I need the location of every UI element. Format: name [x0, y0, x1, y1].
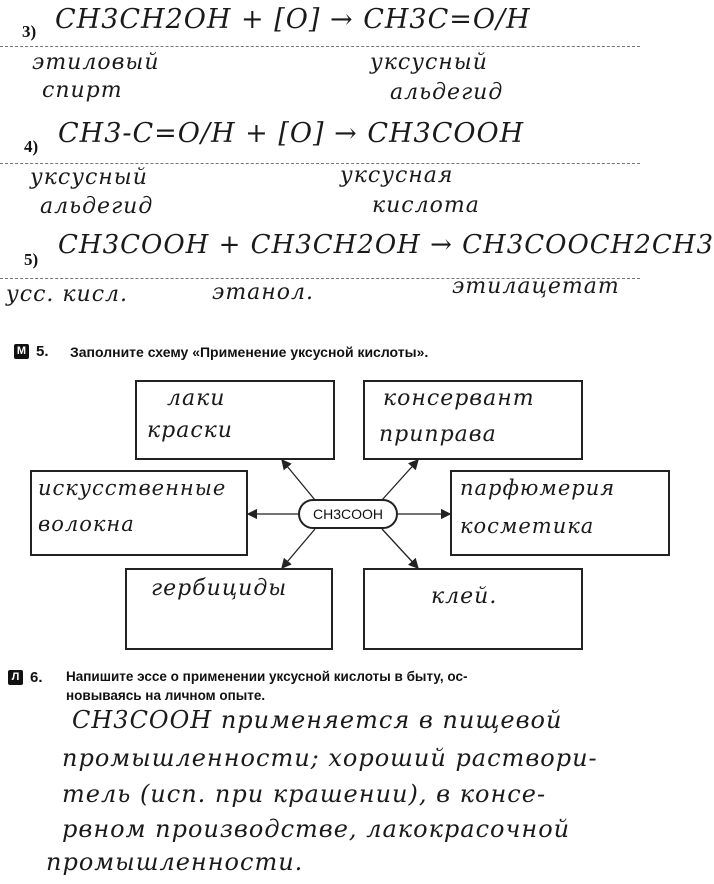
reaction-4-equation: CH3-C=O/H + [O] → CH3COOH — [58, 118, 525, 149]
reaction-3-number: 3) — [22, 22, 37, 41]
reaction-5-name-2: этанол. — [212, 280, 315, 305]
essay-line-4: рвном производстве, лакокрасочной — [62, 815, 571, 843]
task-6-badge-icon: Л — [8, 670, 23, 685]
reaction-3-reactant-name-1: этиловый — [32, 50, 160, 75]
reaction-5-name-1: усс. кисл. — [6, 282, 129, 307]
reaction-4-number: 4) — [24, 137, 39, 156]
essay-line-1: CH3COOH применяется в пищевой — [72, 706, 563, 734]
scheme-box-top-left: лаки краски — [135, 380, 335, 460]
box-text: косметика — [460, 514, 595, 538]
scheme-box-bottom-right: клей. — [363, 568, 583, 650]
task-6-text-line-1: Напишите эссе о применении уксусной кисл… — [66, 669, 468, 684]
box-text: искусственные — [38, 476, 227, 500]
reaction-3-product-name-1: уксусный — [370, 50, 488, 75]
reaction-4-product-name-2: кислота — [372, 193, 480, 218]
box-text: консервант — [383, 386, 535, 411]
task-5-text: Заполните схему «Применение уксусной кис… — [70, 344, 429, 360]
box-text: лаки — [167, 386, 226, 411]
ruled-line — [0, 278, 640, 279]
reaction-3-reactant-name-2: спирт — [42, 78, 123, 103]
box-text: парфюмерия — [460, 476, 616, 500]
reaction-4-reactant-name-1: уксусный — [30, 165, 148, 190]
task-6-number: 6. — [30, 669, 43, 686]
arrow-bottom-left — [281, 528, 316, 569]
arrow-top-left — [281, 458, 316, 501]
scheme-box-top-right: консервант приправа — [363, 380, 583, 460]
reaction-5-number: 5) — [24, 250, 39, 269]
reaction-3-equation: CH3CH2OH + [O] → CH3C=O/H — [55, 4, 531, 35]
box-text: приправа — [379, 422, 497, 447]
reaction-5-name-3: этилацетат — [452, 274, 620, 299]
box-text: гербициды — [151, 576, 288, 601]
essay-line-3: тель (исп. при крашении), в консе- — [62, 780, 547, 808]
task-6-text-line-2: новываясь на личном опыте. — [66, 688, 266, 703]
essay-line-5: промышленности. — [46, 848, 304, 876]
ruled-line — [0, 163, 640, 164]
box-text: волокна — [38, 512, 135, 536]
scheme-box-mid-left: искусственные волокна — [30, 470, 248, 556]
reaction-4-reactant-name-2: альдегид — [40, 194, 154, 219]
arrow-top-right — [381, 459, 419, 501]
reaction-4-product-name-1: уксусная — [340, 163, 454, 188]
box-text: краски — [147, 418, 233, 443]
task-5-number: 5. — [36, 343, 49, 360]
scheme-box-mid-right: парфюмерия косметика — [450, 470, 670, 556]
box-text: клей. — [431, 584, 498, 609]
reaction-3-product-name-2: альдегид — [390, 80, 504, 105]
scheme-center-acetic-acid: CH3COOH — [298, 499, 398, 529]
arrow-bottom-right — [381, 528, 419, 569]
ruled-line — [0, 46, 640, 47]
task-5-badge-icon: М — [14, 344, 29, 359]
scheme-box-bottom-left: гербициды — [125, 568, 333, 650]
reaction-5-equation: CH3COOH + CH3CH2OH → CH3COOCH2CH3 — [58, 230, 714, 260]
essay-line-2: промышленности; хороший раствори- — [62, 744, 598, 772]
